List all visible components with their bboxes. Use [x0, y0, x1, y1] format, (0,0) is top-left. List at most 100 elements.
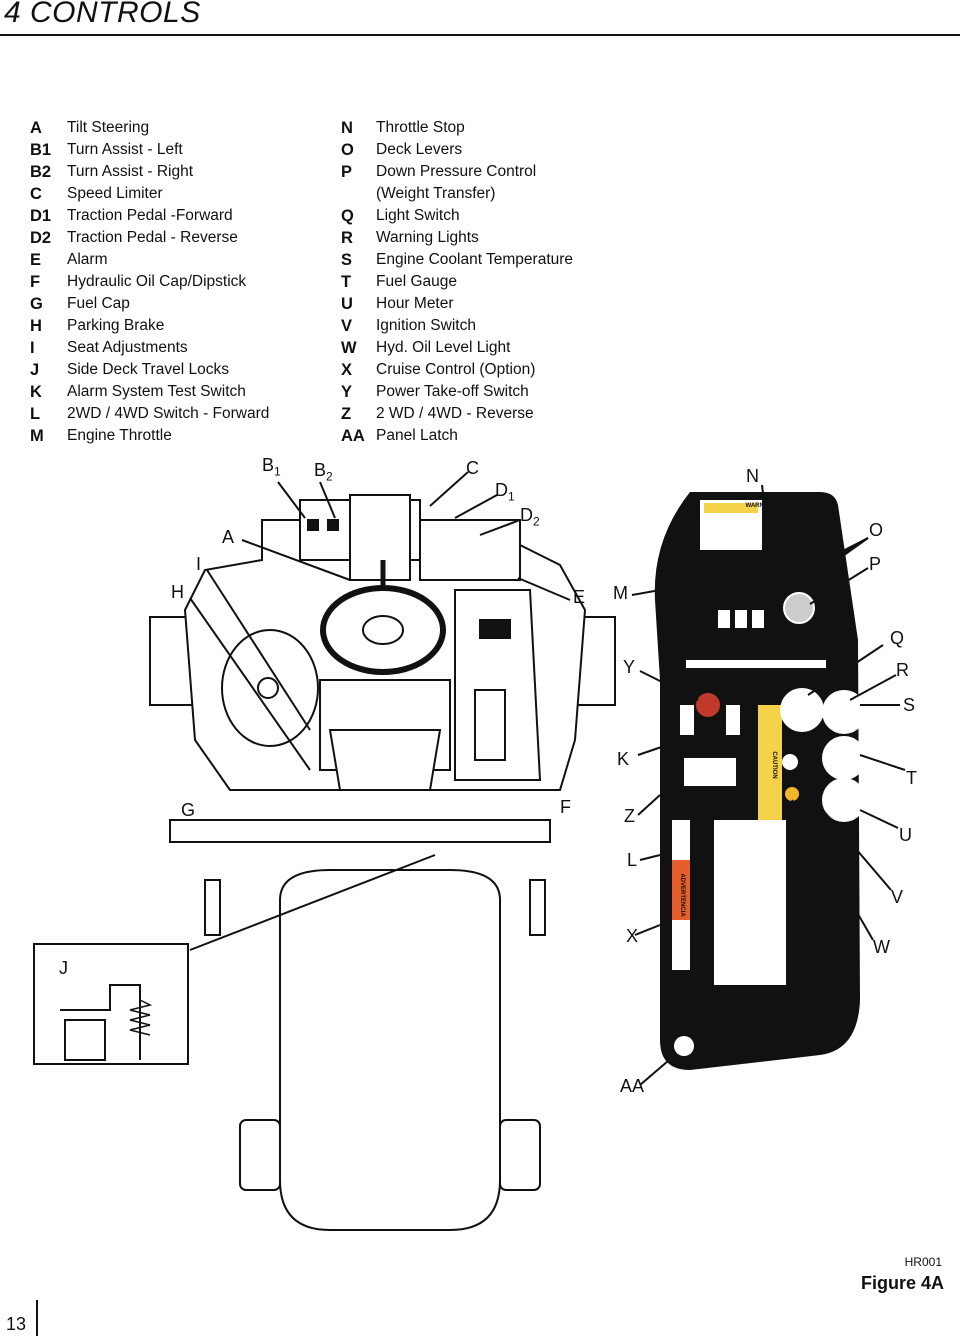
callout-d2: D2	[520, 505, 540, 529]
legend-label: Traction Pedal -Forward	[67, 207, 233, 224]
callout-v: V	[891, 887, 904, 907]
legend-key: V	[341, 317, 353, 335]
legend-label: Panel Latch	[376, 427, 458, 444]
callout-k: K	[617, 749, 630, 769]
dashboard-panel	[654, 492, 866, 1070]
side-deck-lock-detail	[33, 943, 189, 1065]
legend-key: D1	[30, 207, 52, 225]
legend-label: Fuel Cap	[67, 295, 130, 312]
legend-label: Tilt Steering	[67, 119, 150, 136]
callout-e: E	[573, 587, 586, 607]
legend-label: Side Deck Travel Locks	[67, 361, 229, 378]
page-number-rule	[36, 1300, 38, 1336]
page-title: 4 CONTROLS	[4, 0, 201, 29]
legend-key: U	[341, 295, 353, 313]
legend-key	[341, 183, 376, 205]
legend-label: Light Switch	[376, 207, 460, 224]
legend-label: Hyd. Oil Level Light	[376, 339, 511, 356]
legend-label: Seat Adjustments	[67, 339, 188, 356]
legend-key: AA	[341, 427, 365, 445]
legend-key: Q	[341, 207, 354, 225]
legend-label: Ignition Switch	[376, 317, 476, 334]
legend-label: Down Pressure Control	[376, 163, 537, 180]
legend-label: Alarm	[67, 251, 108, 268]
legend-row: I Seat Adjustments	[30, 337, 269, 359]
legend-key: Z	[341, 405, 352, 423]
callout-aa: AA	[620, 1076, 645, 1096]
legend-label: Hydraulic Oil Cap/Dipstick	[67, 273, 247, 290]
legend-row: U Hour Meter	[341, 293, 573, 315]
callout-x: X	[626, 926, 639, 946]
legend-label: Alarm System Test Switch	[67, 383, 246, 400]
caution-text: CAUTION	[771, 751, 777, 778]
legend-row: V Ignition Switch	[341, 315, 573, 337]
callout-m: M	[613, 583, 628, 603]
callout-a: A	[222, 527, 235, 547]
legend-row: Q Light Switch	[341, 205, 573, 227]
legend-row: Y Power Take-off Switch	[341, 381, 573, 403]
legend-row: E Alarm	[30, 249, 269, 271]
legend-row: AA Panel Latch	[341, 425, 573, 447]
legend-row: J Side Deck Travel Locks	[30, 359, 269, 381]
callout-l: L	[627, 850, 638, 870]
callout-y: Y	[623, 657, 636, 677]
legend-row: (Weight Transfer)	[341, 183, 573, 205]
legend-key: H	[30, 317, 42, 335]
legend-row: Z 2 WD / 4WD - Reverse	[341, 403, 573, 425]
legend-label: Deck Levers	[376, 141, 463, 158]
callout-p: P	[869, 554, 882, 574]
callout-c: C	[466, 458, 479, 478]
legend-label: Throttle Stop	[376, 119, 465, 136]
legend-key: J	[30, 361, 40, 379]
callout-h: H	[171, 582, 184, 602]
legend-label: Fuel Gauge	[376, 273, 457, 290]
page-header: 4 CONTROLS	[0, 0, 960, 40]
callout-d1: D1	[495, 480, 515, 504]
legend-row: K Alarm System Test Switch	[30, 381, 269, 403]
legend-label: Engine Coolant Temperature	[376, 251, 574, 268]
legend-label: 2 WD / 4WD - Reverse	[376, 405, 534, 422]
legend-label: 2WD / 4WD Switch - Forward	[67, 405, 270, 422]
legend-key: D2	[30, 229, 52, 247]
legend-label: Power Take-off Switch	[376, 383, 529, 400]
legend-label: Hour Meter	[376, 295, 454, 312]
legend-key: M	[30, 427, 44, 445]
callout-w: W	[873, 937, 890, 957]
legend-label: (Weight Transfer)	[376, 185, 496, 202]
callout-o: O	[869, 520, 884, 540]
legend-label: Warning Lights	[376, 229, 479, 246]
legend-row: D1 Traction Pedal -Forward	[30, 205, 269, 227]
legend-row: M Engine Throttle	[30, 425, 269, 447]
legend-label: Engine Throttle	[67, 427, 172, 444]
warning-text: WARNING	[746, 503, 775, 509]
legend-key: L	[30, 405, 41, 423]
legend-key: X	[341, 361, 353, 379]
callout-q: Q	[890, 628, 905, 648]
callout-i: I	[196, 554, 202, 574]
legend-key: E	[30, 251, 42, 269]
callout-f: F	[560, 797, 571, 817]
legend-key: Y	[341, 383, 353, 401]
legend-key: I	[30, 339, 35, 357]
legend-label: Speed Limiter	[67, 185, 163, 202]
legend-key: K	[30, 383, 42, 401]
legend-key: R	[341, 229, 353, 247]
callout-n: N	[746, 466, 759, 486]
legend-key: B2	[30, 163, 52, 181]
